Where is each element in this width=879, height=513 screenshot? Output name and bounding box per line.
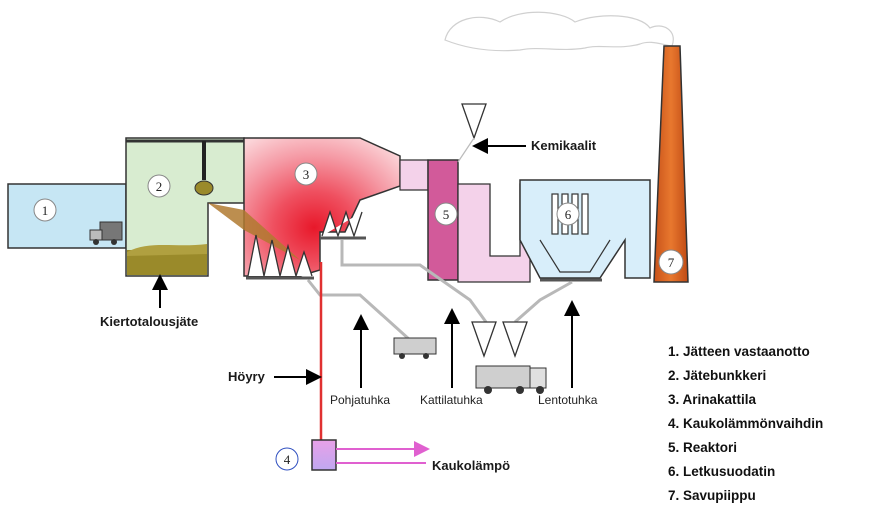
- legend-item: 5. Reaktori: [668, 440, 737, 455]
- label-kiertotalousjate: Kiertotalousjäte: [100, 314, 198, 329]
- legend-item: 4. Kaukolämmönvaihdin: [668, 416, 823, 431]
- label-kattilatuhka: Kattilatuhka: [420, 393, 483, 407]
- unit-number-7: 7: [658, 249, 684, 275]
- crane-grab-icon: [194, 180, 214, 196]
- svg-text:6: 6: [565, 207, 572, 222]
- svg-text:3: 3: [303, 167, 310, 182]
- unit-number-4: 4: [275, 447, 299, 471]
- label-pohjatuhka: Pohjatuhka: [330, 393, 390, 407]
- unit-number-6: 6: [556, 202, 580, 226]
- ash-funnel-2-icon: [502, 321, 528, 358]
- legend-item: 3. Arinakattila: [668, 392, 757, 407]
- ash-truck-icon: [475, 365, 547, 394]
- svg-text:1: 1: [42, 203, 49, 218]
- label-lentotuhka: Lentotuhka: [538, 393, 598, 407]
- svg-text:2: 2: [156, 179, 163, 194]
- garbage-truck-icon: [89, 221, 123, 245]
- unit-number-3: 3: [294, 162, 318, 186]
- unit-number-2: 2: [147, 174, 171, 198]
- legend-item: 6. Letkusuodatin: [668, 464, 775, 479]
- unit-number-1: 1: [33, 198, 57, 222]
- label-hoyry: Höyry: [228, 369, 266, 384]
- chemicals-funnel-icon: [461, 103, 487, 140]
- chimney: [653, 45, 689, 283]
- grate-boiler: [243, 137, 401, 277]
- legend-item: 2. Jätebunkkeri: [668, 368, 766, 383]
- legend-item: 7. Savupiippu: [668, 488, 756, 503]
- ash-conveyors: [306, 240, 573, 342]
- ash-funnel-1-icon: [471, 321, 497, 358]
- boiler-ash-hopper: [321, 209, 363, 239]
- label-kaukolampo: Kaukolämpö: [432, 458, 510, 473]
- legend: 1. Jätteen vastaanotto 2. Jätebunkkeri 3…: [668, 344, 823, 503]
- svg-text:7: 7: [668, 255, 675, 270]
- smoke-plume: [444, 11, 674, 52]
- flue-duct: [457, 183, 531, 283]
- bottom-ash-trailer-icon: [393, 337, 437, 359]
- district-heat-exchanger: [311, 439, 337, 471]
- label-kemikaalit: Kemikaalit: [531, 138, 597, 153]
- svg-text:5: 5: [443, 207, 450, 222]
- grate: [247, 234, 313, 279]
- svg-text:4: 4: [284, 452, 291, 467]
- legend-item: 1. Jätteen vastaanotto: [668, 344, 810, 359]
- unit-number-5: 5: [434, 202, 458, 226]
